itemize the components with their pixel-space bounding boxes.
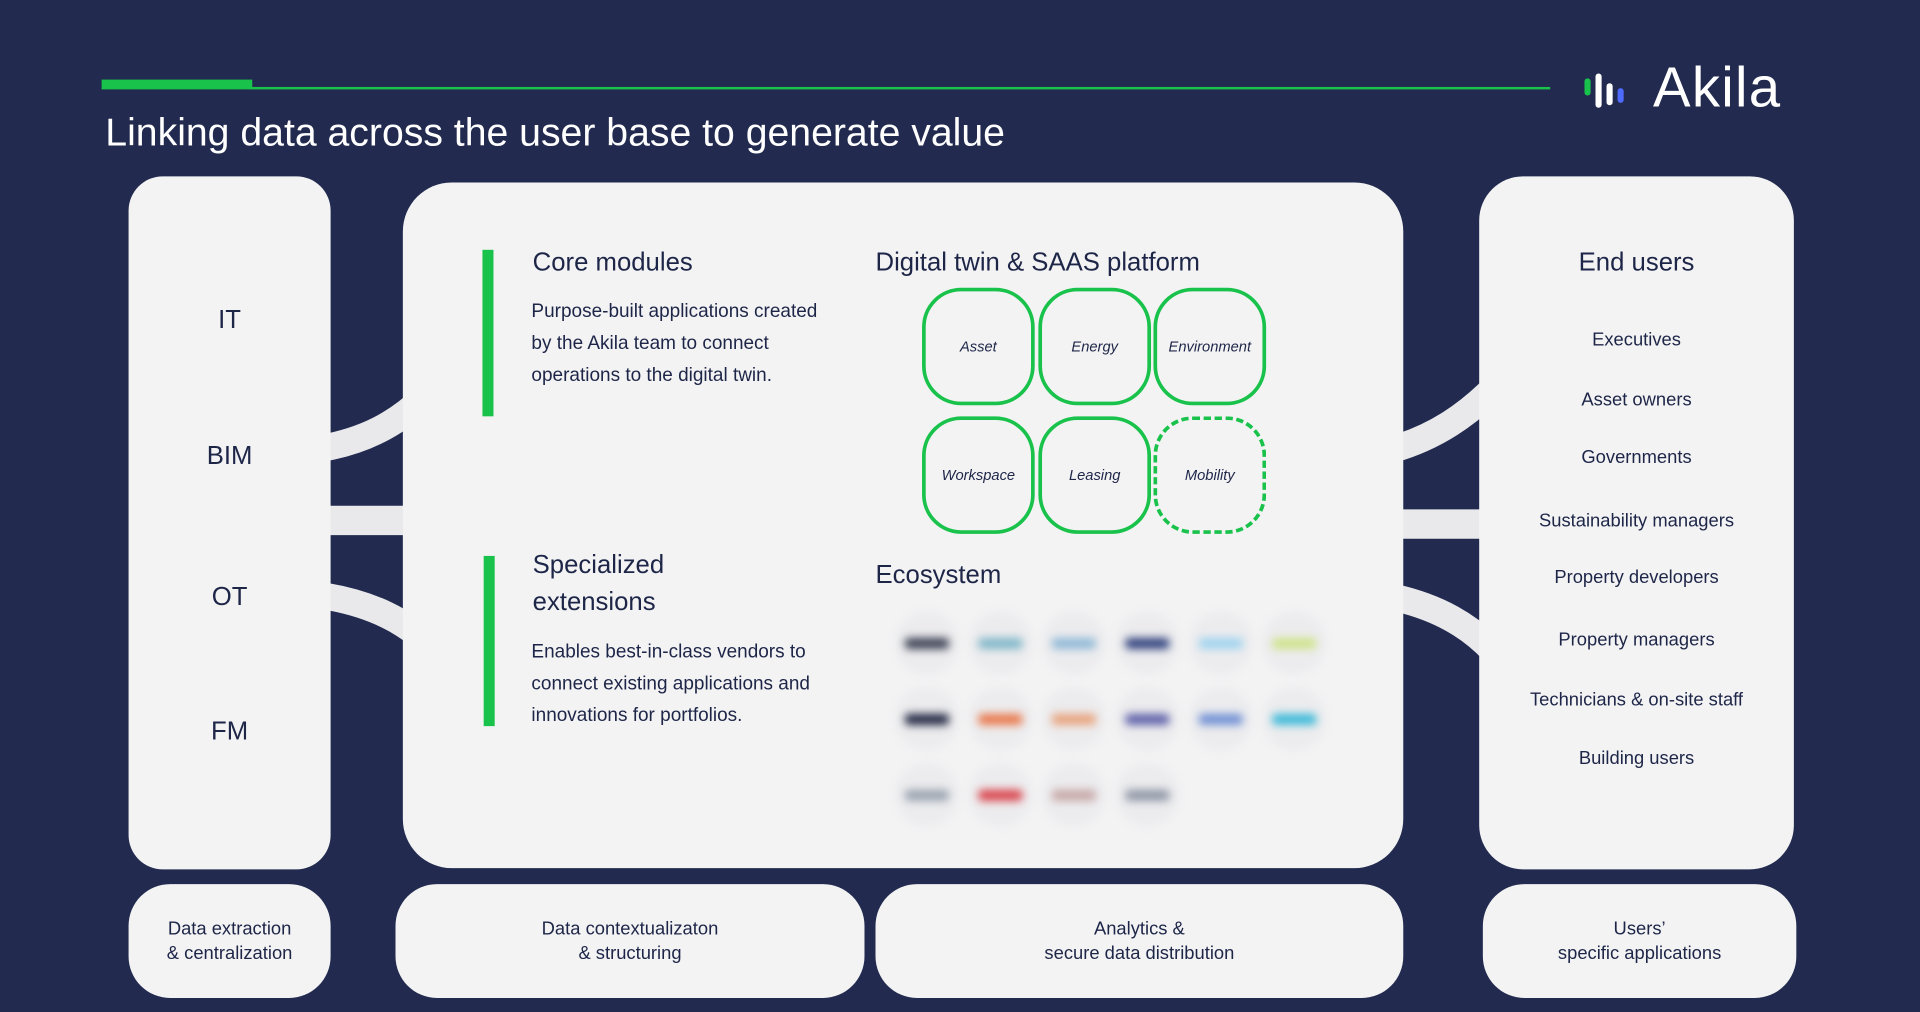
partner-logo-mark bbox=[1051, 789, 1096, 801]
core-modules-description: Purpose-built applications created by th… bbox=[531, 301, 818, 386]
source-it: IT bbox=[218, 306, 242, 335]
extensions-description: Enables best-in-class vendors to connect… bbox=[531, 641, 810, 727]
core-modules-accent-bar bbox=[482, 249, 494, 417]
ecosystem-heading: Ecosystem bbox=[875, 560, 1002, 589]
partner-logo-mark bbox=[1051, 713, 1096, 725]
stage-extraction: Data extraction & centralization bbox=[128, 884, 331, 998]
akila-logo-mark-icon bbox=[1584, 73, 1624, 108]
header-rule-accent bbox=[101, 79, 253, 89]
partner-logo bbox=[1262, 611, 1327, 675]
platform-panel: Core modules Purpose-built applications … bbox=[402, 182, 1404, 869]
partner-logo-mark bbox=[978, 789, 1023, 801]
end-user-item: Sustainability managers bbox=[1539, 510, 1735, 532]
akila-logo-wordmark: Akila bbox=[1653, 55, 1782, 119]
module-asset: Asset bbox=[922, 287, 1035, 406]
partner-logo bbox=[968, 762, 1033, 827]
partner-logo-mark bbox=[904, 789, 949, 801]
partner-logo-mark bbox=[1272, 637, 1317, 649]
module-environment: Environment bbox=[1153, 287, 1267, 406]
platform-heading: Digital twin & SAAS platform bbox=[875, 248, 1200, 277]
partner-logo bbox=[1188, 611, 1253, 675]
end-user-item: Asset owners bbox=[1581, 389, 1692, 411]
page-title: Linking data across the user base to gen… bbox=[105, 110, 1005, 155]
partner-logo bbox=[1115, 611, 1180, 675]
partner-logo-mark bbox=[1272, 713, 1317, 725]
module-mobility: Mobility bbox=[1153, 416, 1267, 534]
core-modules-heading: Core modules bbox=[532, 248, 693, 277]
partner-logo bbox=[1115, 762, 1180, 827]
partner-logo-mark bbox=[1125, 789, 1170, 801]
stage-contextualization: Data contextualizaton & structuring bbox=[395, 884, 865, 998]
partner-logo-mark bbox=[978, 713, 1023, 725]
source-fm: FM bbox=[211, 717, 249, 746]
partner-logo-mark bbox=[978, 637, 1023, 649]
end-users-heading: End users bbox=[1578, 248, 1695, 277]
end-user-item: Executives bbox=[1592, 329, 1681, 351]
header-rule bbox=[101, 86, 1551, 90]
stage-analytics: Analytics & secure data distribution bbox=[875, 884, 1404, 998]
partner-logo bbox=[895, 611, 959, 675]
source-bim: BIM bbox=[206, 442, 253, 471]
module-workspace: Workspace bbox=[922, 416, 1035, 534]
partner-logo bbox=[968, 611, 1033, 675]
partner-logo-mark bbox=[904, 637, 949, 649]
data-sources-panel: IT BIM OT FM bbox=[128, 176, 331, 870]
module-energy: Energy bbox=[1038, 287, 1152, 406]
extensions-accent-bar bbox=[483, 555, 495, 727]
partner-logo-mark bbox=[1198, 637, 1243, 649]
partner-logo-mark bbox=[1198, 713, 1243, 725]
partner-logo bbox=[895, 686, 959, 751]
stage-user-applications: Users’ specific applications bbox=[1482, 884, 1797, 998]
end-user-item: Property managers bbox=[1558, 629, 1715, 651]
partner-logo bbox=[1042, 686, 1106, 751]
end-user-item: Governments bbox=[1581, 446, 1692, 468]
partner-logo bbox=[968, 686, 1033, 751]
partner-logo bbox=[1262, 686, 1327, 751]
partner-logo bbox=[1042, 611, 1106, 675]
end-user-item: Building users bbox=[1578, 748, 1695, 769]
partner-logo-mark bbox=[1051, 637, 1096, 649]
partner-logo bbox=[1188, 686, 1253, 751]
end-users-panel: End users Executives Asset owners Govern… bbox=[1479, 176, 1794, 870]
akila-logo: Akila bbox=[1580, 55, 1825, 122]
partner-logo bbox=[1042, 762, 1106, 827]
extensions-heading: Specialized extensions bbox=[532, 551, 665, 616]
partner-logo-mark bbox=[904, 713, 949, 725]
partner-logo-mark bbox=[1125, 637, 1170, 649]
source-ot: OT bbox=[211, 582, 248, 612]
partner-logo bbox=[895, 762, 959, 827]
module-leasing: Leasing bbox=[1038, 416, 1152, 534]
partner-logo-mark bbox=[1125, 713, 1170, 725]
partner-logo bbox=[1115, 686, 1180, 751]
end-user-item: Property developers bbox=[1554, 566, 1719, 588]
end-user-item: Technicians & on-site staff bbox=[1530, 689, 1744, 711]
